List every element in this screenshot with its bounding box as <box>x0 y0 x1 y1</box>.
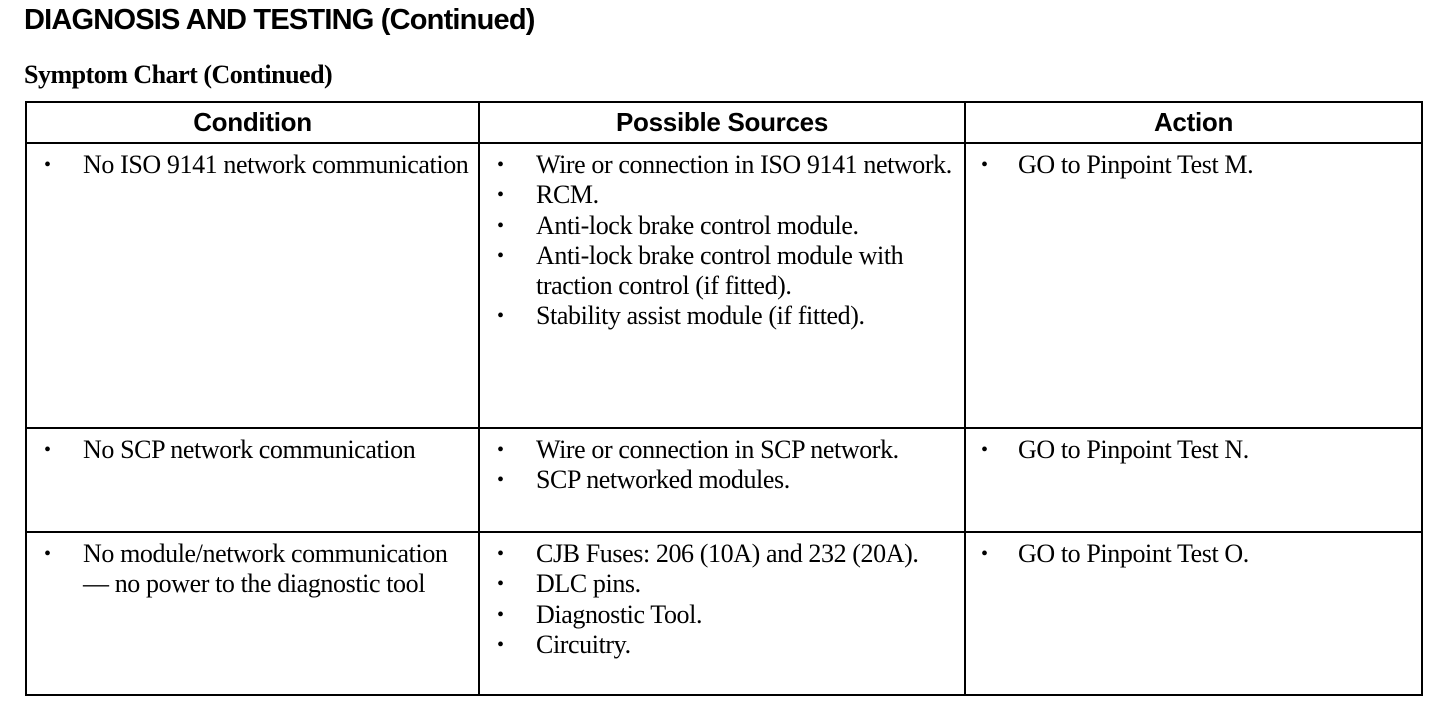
condition-cell: • No module/network communication — no po… <box>25 531 480 696</box>
condition-list: • No ISO 9141 network communication <box>33 150 472 180</box>
source-text: DLC pins. <box>536 569 641 599</box>
bullet-icon: • <box>981 439 988 461</box>
bullet-icon: • <box>497 469 504 492</box>
action-list: • GO to Pinpoint Test N. <box>972 435 1415 465</box>
bullet-icon: • <box>981 543 988 565</box>
bullet-icon: • <box>497 633 504 656</box>
bullet-icon: • <box>497 603 504 626</box>
bullet-icon: • <box>497 214 504 237</box>
bullet-icon: • <box>497 573 504 596</box>
source-text: Diagnostic Tool. <box>536 599 703 629</box>
source-text: Wire or connection in SCP network. <box>536 435 899 464</box>
symptom-chart-table: Condition Possible Sources Action • No IS… <box>25 101 1423 696</box>
list-item: • DLC pins. <box>486 569 958 599</box>
bullet-icon: • <box>497 439 504 461</box>
action-cell: • GO to Pinpoint Test N. <box>964 427 1423 533</box>
table-row: • No SCP network communication • Wire or c… <box>25 427 1423 533</box>
table-header-row: Condition Possible Sources Action <box>25 101 1423 144</box>
table-row: • No module/network communication — no po… <box>25 531 1423 696</box>
source-text: Wire or connection in ISO 9141 network. <box>536 150 952 179</box>
page-title: DIAGNOSIS AND TESTING (Continued) <box>24 4 535 36</box>
action-text: GO to Pinpoint Test N. <box>1018 435 1249 464</box>
list-item: • Wire or connection in SCP network. <box>486 435 958 465</box>
source-text: RCM. <box>536 180 599 210</box>
condition-list: • No SCP network communication <box>33 435 472 465</box>
bullet-icon: • <box>44 154 51 176</box>
action-cell: • GO to Pinpoint Test M. <box>964 142 1423 429</box>
source-text: Anti-lock brake control module. <box>536 210 859 240</box>
source-text: Stability assist module (if fitted). <box>536 301 865 331</box>
list-item: • SCP networked modules. <box>486 465 958 495</box>
list-item: • No ISO 9141 network communication <box>33 150 472 180</box>
sources-cell: • Wire or connection in SCP network. • SCP… <box>478 427 966 533</box>
bullet-icon: • <box>497 184 504 207</box>
action-list: • GO to Pinpoint Test O. <box>972 539 1415 569</box>
action-list: • GO to Pinpoint Test M. <box>972 150 1415 180</box>
action-text: GO to Pinpoint Test O. <box>1018 539 1249 568</box>
list-item: • Wire or connection in ISO 9141 network. <box>486 150 958 180</box>
bullet-icon: • <box>44 439 51 461</box>
bullet-icon: • <box>497 244 504 267</box>
sources-list: • Wire or connection in ISO 9141 network.… <box>486 150 958 332</box>
source-text: Anti-lock brake control module with trac… <box>536 240 904 301</box>
bullet-icon: • <box>497 305 504 328</box>
column-header-condition: Condition <box>25 101 480 144</box>
table-row: • No ISO 9141 network communication • Wire… <box>25 142 1423 429</box>
column-header-action: Action <box>964 101 1423 144</box>
sources-list: • CJB Fuses: 206 (10A) and 232 (20A). • DL… <box>486 539 958 660</box>
list-item: • GO to Pinpoint Test O. <box>972 539 1415 569</box>
list-item: • CJB Fuses: 206 (10A) and 232 (20A). <box>486 539 958 569</box>
sources-cell: • CJB Fuses: 206 (10A) and 232 (20A). • DL… <box>478 531 966 696</box>
list-item: • Stability assist module (if fitted). <box>486 301 958 331</box>
source-text: CJB Fuses: 206 (10A) and 232 (20A). <box>536 539 919 568</box>
source-text: SCP networked modules. <box>536 465 790 495</box>
list-item: • No SCP network communication <box>33 435 472 465</box>
source-text: Circuitry. <box>536 629 631 659</box>
bullet-icon: • <box>497 543 504 565</box>
condition-cell: • No SCP network communication <box>25 427 480 533</box>
sources-list: • Wire or connection in SCP network. • SCP… <box>486 435 958 496</box>
list-item: • Anti-lock brake control module. <box>486 211 958 241</box>
bullet-icon: • <box>981 154 988 176</box>
list-item: • GO to Pinpoint Test M. <box>972 150 1415 180</box>
list-item: • Circuitry. <box>486 630 958 660</box>
action-text: GO to Pinpoint Test M. <box>1018 150 1254 179</box>
list-item: • GO to Pinpoint Test N. <box>972 435 1415 465</box>
condition-list: • No module/network communication — no po… <box>33 539 472 600</box>
column-header-possible-sources: Possible Sources <box>478 101 966 144</box>
condition-cell: • No ISO 9141 network communication <box>25 142 480 429</box>
list-item: • No module/network communication — no po… <box>33 539 472 600</box>
condition-text: No module/network communication — no pow… <box>83 539 448 599</box>
bullet-icon: • <box>44 543 51 565</box>
list-item: • RCM. <box>486 180 958 210</box>
list-item: • Diagnostic Tool. <box>486 600 958 630</box>
sources-cell: • Wire or connection in ISO 9141 network.… <box>478 142 966 429</box>
section-title: Symptom Chart (Continued) <box>24 60 333 89</box>
list-item: • Anti-lock brake control module with tra… <box>486 241 958 302</box>
action-cell: • GO to Pinpoint Test O. <box>964 531 1423 696</box>
condition-text: No SCP network communication <box>83 435 416 464</box>
condition-text: No ISO 9141 network communication <box>83 150 469 179</box>
bullet-icon: • <box>497 154 504 176</box>
